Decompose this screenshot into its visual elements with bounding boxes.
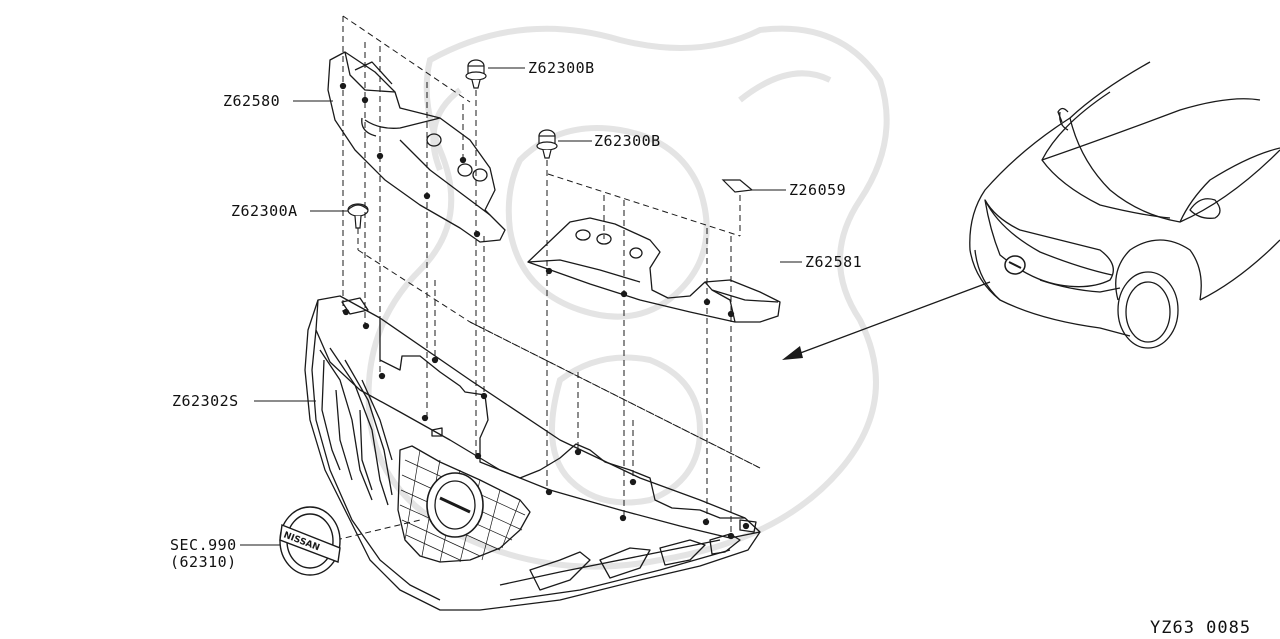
lower-seal-part (527, 217, 781, 323)
leader-lines (240, 67, 802, 546)
label-sec990: SEC.990 (170, 536, 237, 554)
direction-arrow (782, 281, 991, 360)
clip-b-top (465, 59, 487, 89)
label-z62580: Z62580 (223, 92, 281, 110)
emblem-part: NISSAN (279, 506, 341, 576)
alignment-lines (335, 15, 761, 541)
watermark-emblem (365, 25, 890, 570)
label-sec990-sub: (62310) (170, 553, 237, 571)
grille-assembly (304, 295, 761, 611)
label-z62300a: Z62300A (231, 202, 298, 220)
label-z62581: Z62581 (805, 253, 863, 271)
label-z62300b-mid: Z62300B (594, 132, 661, 150)
clip-a (347, 203, 369, 229)
label-z62302s: Z62302S (172, 392, 239, 410)
diagram-reference-code: YZ63 0085 (1150, 618, 1252, 638)
upper-seal-part (327, 51, 506, 243)
clip-b-mid (536, 129, 558, 159)
car-illustration (969, 61, 1280, 349)
small-seal-part (721, 179, 754, 193)
label-z62300b-top: Z62300B (528, 59, 595, 77)
label-z26059: Z26059 (789, 181, 847, 199)
